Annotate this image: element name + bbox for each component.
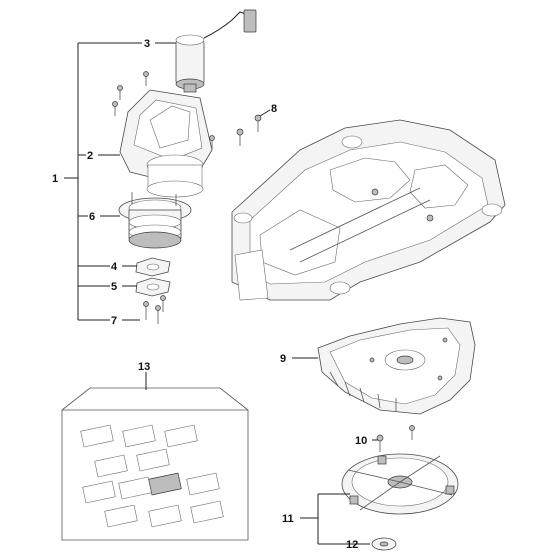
callout-10: 10 [355,435,367,447]
blade-guard [317,317,476,415]
callout-5: 5 [111,281,117,293]
callout-11: 11 [282,513,294,525]
blade-disc [341,453,459,515]
callout-2: 2 [87,150,93,162]
callout-7: 7 [111,315,117,327]
screw-8 [236,114,262,146]
callout-13: 13 [138,361,150,373]
housing-screws [112,71,215,150]
callout-12: 12 [346,539,358,551]
callout-4: 4 [111,261,118,273]
plate [135,277,171,297]
screws-7 [143,295,166,324]
blade-kit-blades [80,424,224,528]
callout-1: 1 [52,173,58,185]
callout-9: 9 [280,353,286,365]
callout-3: 3 [144,38,150,50]
callout-6: 6 [89,211,95,223]
callout-8: 8 [271,103,277,115]
seal-ring [118,192,192,249]
blade-kit-box [61,387,249,541]
screw-10 [376,425,415,452]
motor-housing [119,89,213,198]
leader-lines [64,42,378,545]
gasket [135,257,171,277]
chassis-housing [231,119,506,301]
washer [371,537,397,551]
motor [175,9,257,93]
